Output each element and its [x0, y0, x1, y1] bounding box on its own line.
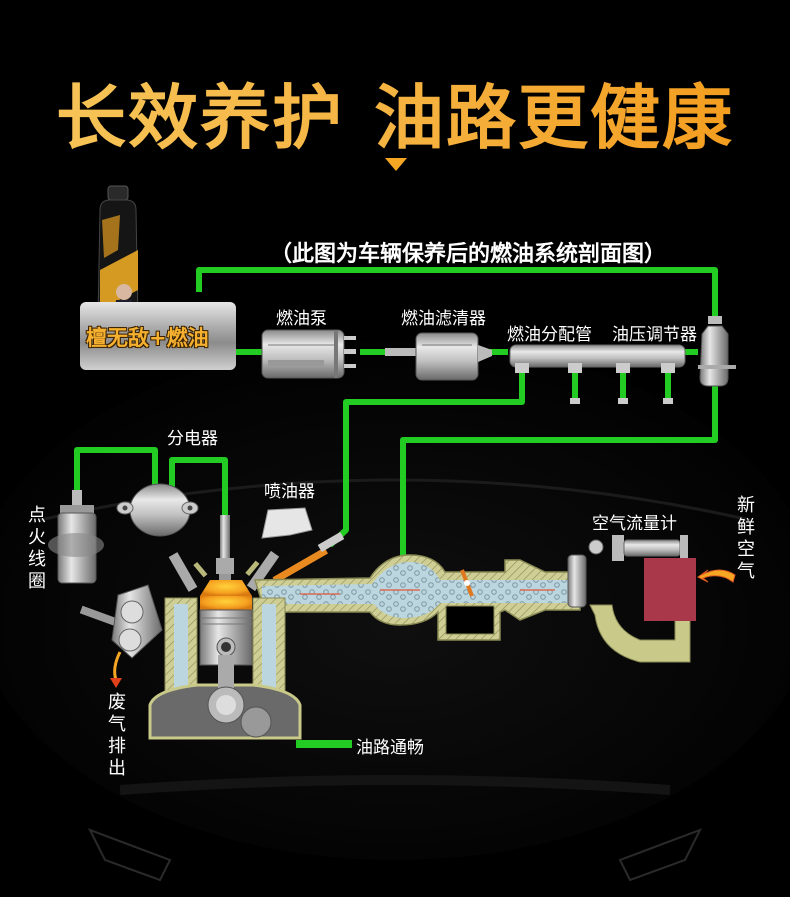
label-fuel-filter: 燃油滤清器: [401, 309, 486, 329]
label-fresh-air: 新鲜空气: [737, 495, 755, 582]
fuel-injector: [272, 532, 345, 584]
ignition-wire-1: [74, 447, 158, 495]
exhaust-flow-line: [113, 651, 122, 681]
pressure-regulator: [698, 316, 736, 387]
distributor: [116, 483, 199, 537]
label-distributor: 分电器: [167, 429, 218, 449]
engine-block: [148, 580, 302, 740]
exhaust-arrow-icon: [110, 678, 122, 688]
ignition-wire-2: [169, 457, 228, 515]
product-bottle: [97, 185, 139, 321]
fuel-line-to-intake: [400, 385, 718, 556]
air-flow-meter: [588, 535, 688, 561]
label-exhaust: 废气排出: [108, 692, 126, 779]
fuel-filter: [385, 332, 492, 381]
legend-label: 油路通畅: [356, 738, 424, 758]
intake-manifold: [253, 554, 581, 641]
fuel-return-line: [196, 267, 718, 320]
fuel-line-to-injector: [327, 365, 525, 548]
injector-housing: [261, 507, 313, 539]
fresh-air-arrow-icon: [697, 569, 736, 583]
exhaust-manifold: [79, 584, 163, 659]
label-fuel-pump: 燃油泵: [276, 309, 327, 329]
fuel-pump: [261, 329, 356, 379]
arrow-down-icon: [385, 158, 407, 171]
label-ignition-coil: 点火线圈: [28, 505, 46, 592]
label-injector: 喷油器: [264, 482, 315, 502]
product-label: 檀无敌+燃油: [86, 326, 209, 350]
label-fuel-rail: 燃油分配管: [507, 325, 592, 345]
label-air-flow-meter: 空气流量计: [592, 514, 677, 534]
fuel-rail: [509, 344, 686, 404]
fuel-lines: [74, 267, 718, 556]
label-pressure-regulator: 油压调节器: [612, 325, 697, 345]
throttle-body: [567, 554, 587, 608]
product-badge: [80, 302, 236, 370]
legend-swatch: [296, 740, 352, 748]
fog-light-left: [87, 828, 172, 882]
ignition-coil: [48, 490, 104, 584]
fog-light-right: [618, 828, 703, 882]
air-filter-box: [644, 558, 696, 621]
diagram-subtitle: （此图为车辆保养后的燃油系统剖面图）: [270, 242, 667, 267]
